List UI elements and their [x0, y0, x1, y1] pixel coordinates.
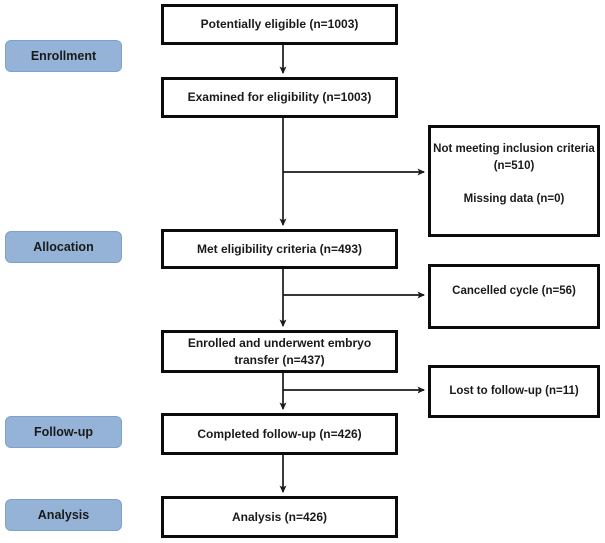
- flow-box-potentially-eligible: Potentially eligible (n=1003): [161, 4, 398, 45]
- flow-box-text: Completed follow-up (n=426): [197, 426, 362, 441]
- side-box-text: Lost to follow-up (n=11): [449, 385, 579, 398]
- side-box-text: Not meeting inclusion criteria: [433, 143, 595, 155]
- flow-box-text: Analysis (n=426): [231, 509, 328, 524]
- flow-box-completed-followup: Completed follow-up (n=426): [161, 413, 398, 455]
- stage-label-analysis: Analysis: [5, 499, 122, 531]
- flow-box-examined-for-eligibility: Examined for eligibility (n=1003): [161, 77, 398, 118]
- flow-box-text: Potentially eligible (n=1003): [200, 17, 359, 32]
- flow-box-met-eligibility-criteria: Met eligibility criteria (n=493): [161, 229, 398, 269]
- side-box-text: (n=510): [493, 159, 535, 172]
- stage-label-enrollment: Enrollment: [5, 40, 122, 72]
- flow-box-text: Enrolled and underwent embryo transfer (…: [187, 336, 372, 367]
- side-box-not-meeting-criteria: Not meeting inclusion criteria (n=510) M…: [428, 125, 600, 237]
- flow-box-enrolled-embryo-transfer: Enrolled and underwent embryo transfer (…: [161, 330, 398, 373]
- side-box-lost-to-followup: Lost to follow-up (n=11): [428, 365, 600, 418]
- side-box-text: Missing data (n=0): [463, 193, 565, 206]
- flow-box-text: Examined for eligibility (n=1003): [187, 90, 372, 105]
- stage-label-allocation: Allocation: [5, 231, 122, 263]
- flow-box-text: Met eligibility criteria (n=493): [196, 241, 363, 256]
- side-box-cancelled-cycle: Cancelled cycle (n=56): [428, 264, 600, 329]
- side-box-text: Cancelled cycle (n=56): [452, 285, 576, 298]
- stage-label-followup: Follow-up: [5, 416, 122, 448]
- flow-box-analysis: Analysis (n=426): [161, 496, 398, 538]
